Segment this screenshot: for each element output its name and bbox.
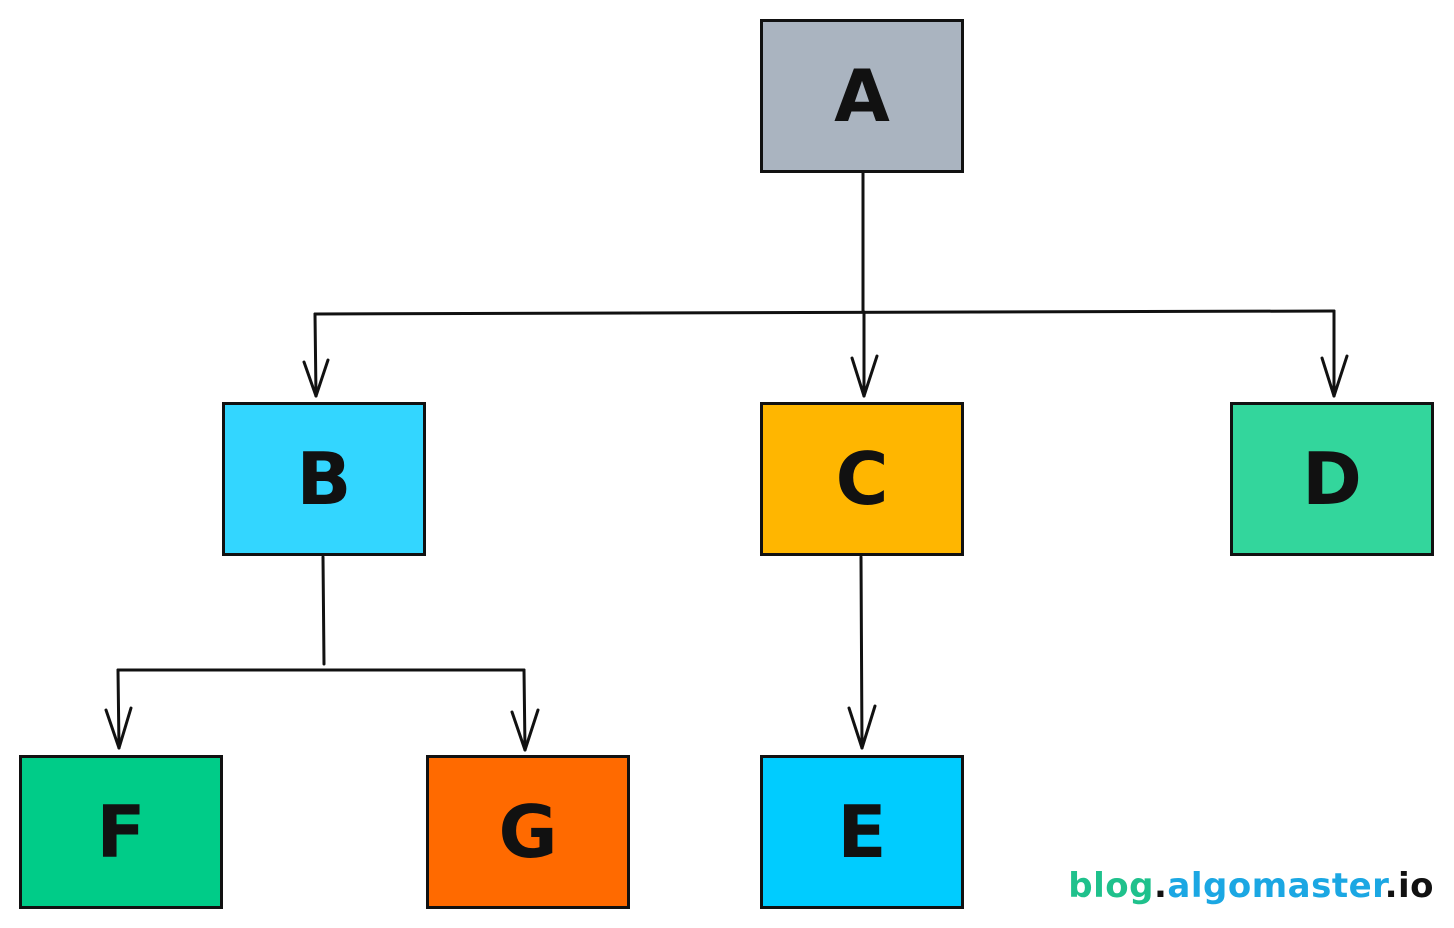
node-g: G xyxy=(426,755,630,909)
node-d-label: D xyxy=(1302,437,1362,521)
watermark-io: io xyxy=(1397,866,1434,906)
node-e-label: E xyxy=(837,790,887,874)
edge-a-bus xyxy=(313,309,1336,316)
edge-b-f-arrowhead xyxy=(104,706,133,750)
watermark-algomaster: algomaster xyxy=(1167,866,1385,906)
edge-b-trunk xyxy=(321,555,326,666)
watermark-dot-2: . xyxy=(1384,866,1398,906)
node-a-label: A xyxy=(834,54,890,138)
edge-c-e-arrowhead xyxy=(847,704,877,750)
node-d: D xyxy=(1230,402,1434,556)
node-b-label: B xyxy=(296,437,352,521)
edge-b-f-line xyxy=(116,668,121,750)
edge-b-g-arrowhead xyxy=(510,708,540,752)
edge-c-e-line xyxy=(859,555,864,750)
node-e: E xyxy=(760,755,964,909)
node-c: C xyxy=(760,402,964,556)
node-a: A xyxy=(760,19,964,173)
edge-a-b-line xyxy=(313,312,318,398)
node-c-label: C xyxy=(835,437,889,521)
edge-a-d-arrowhead xyxy=(1320,354,1349,398)
watermark-blog: blog xyxy=(1068,866,1154,906)
node-f-label: F xyxy=(96,790,146,874)
edge-b-g-line xyxy=(522,668,527,752)
node-f: F xyxy=(19,755,223,909)
watermark: blog.algomaster.io xyxy=(1068,866,1434,906)
edge-a-b-arrowhead xyxy=(302,358,330,398)
watermark-dot-1: . xyxy=(1154,866,1168,906)
node-g-label: G xyxy=(498,790,558,874)
node-b: B xyxy=(222,402,426,556)
edge-a-c-arrowhead xyxy=(850,354,879,398)
